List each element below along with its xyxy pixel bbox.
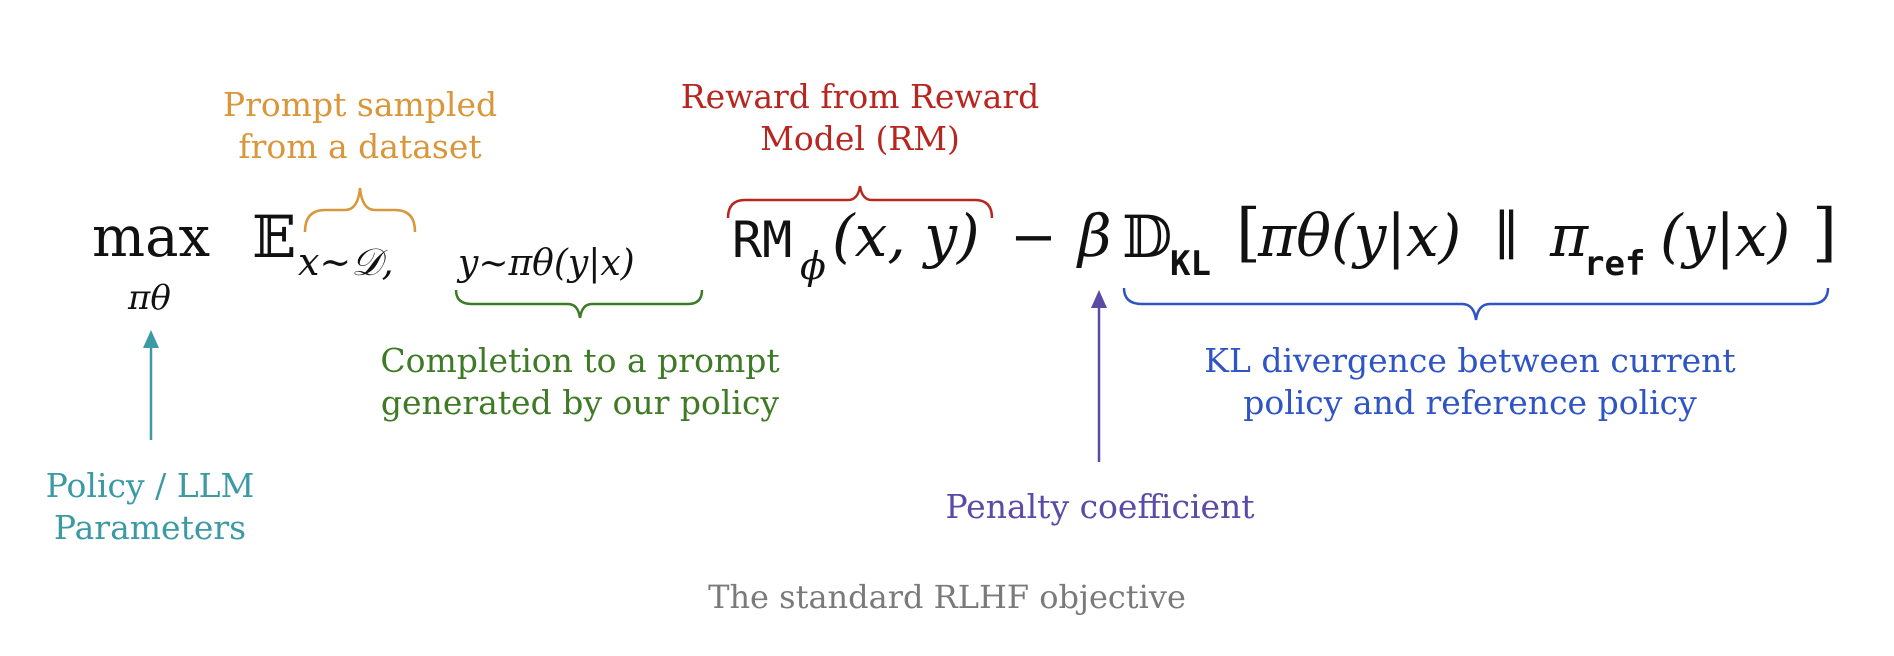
penalty-arrowhead (1091, 290, 1107, 308)
prompt-annotation: Prompt sampled from a dataset (222, 85, 498, 166)
reference-subscript: ref (1584, 244, 1646, 284)
kl-annotation: KL divergence between current policy and… (1204, 341, 1736, 422)
completion-brace (454, 289, 704, 319)
reference-args: (y|x) (1660, 202, 1791, 270)
policy-annotation: Policy / LLM Parameters (45, 466, 255, 547)
kl-divergence-symbol: 𝔻 (1122, 203, 1173, 271)
max-operator: max (92, 205, 211, 270)
reference-pi: π (1550, 202, 1589, 270)
reward-annotation: Reward from Reward Model (RM) (680, 77, 1040, 158)
expectation-subscript-prompt: x∼𝒟, (298, 240, 394, 284)
penalty-annotation: Penalty coefficient (945, 487, 1255, 526)
open-bracket: [ (1236, 196, 1261, 270)
reward-model-args: (x, y) (832, 202, 980, 270)
policy-distribution: πθ(y|x) (1258, 202, 1462, 270)
completion-annotation: Completion to a prompt generated by our … (380, 341, 780, 422)
reward-model-subscript: ϕ (800, 244, 826, 288)
close-bracket: ] (1812, 196, 1837, 270)
kl-subscript: KL (1170, 244, 1211, 284)
figure-caption: The standard RLHF objective (708, 578, 1186, 616)
minus-sign: − (1010, 205, 1057, 270)
expectation-symbol: 𝔼 (252, 203, 297, 271)
kl-brace (1122, 287, 1830, 321)
prompt-brace (303, 187, 417, 233)
reward-model-symbol: RM (732, 211, 793, 269)
reward-brace (726, 185, 994, 219)
max-subscript: πθ (128, 278, 171, 318)
parallel-symbol: ∥ (1494, 204, 1519, 267)
beta-symbol: β (1078, 202, 1112, 270)
expectation-subscript-completion: y∼πθ(y|x) (458, 243, 635, 284)
policy-arrowhead (143, 330, 159, 348)
